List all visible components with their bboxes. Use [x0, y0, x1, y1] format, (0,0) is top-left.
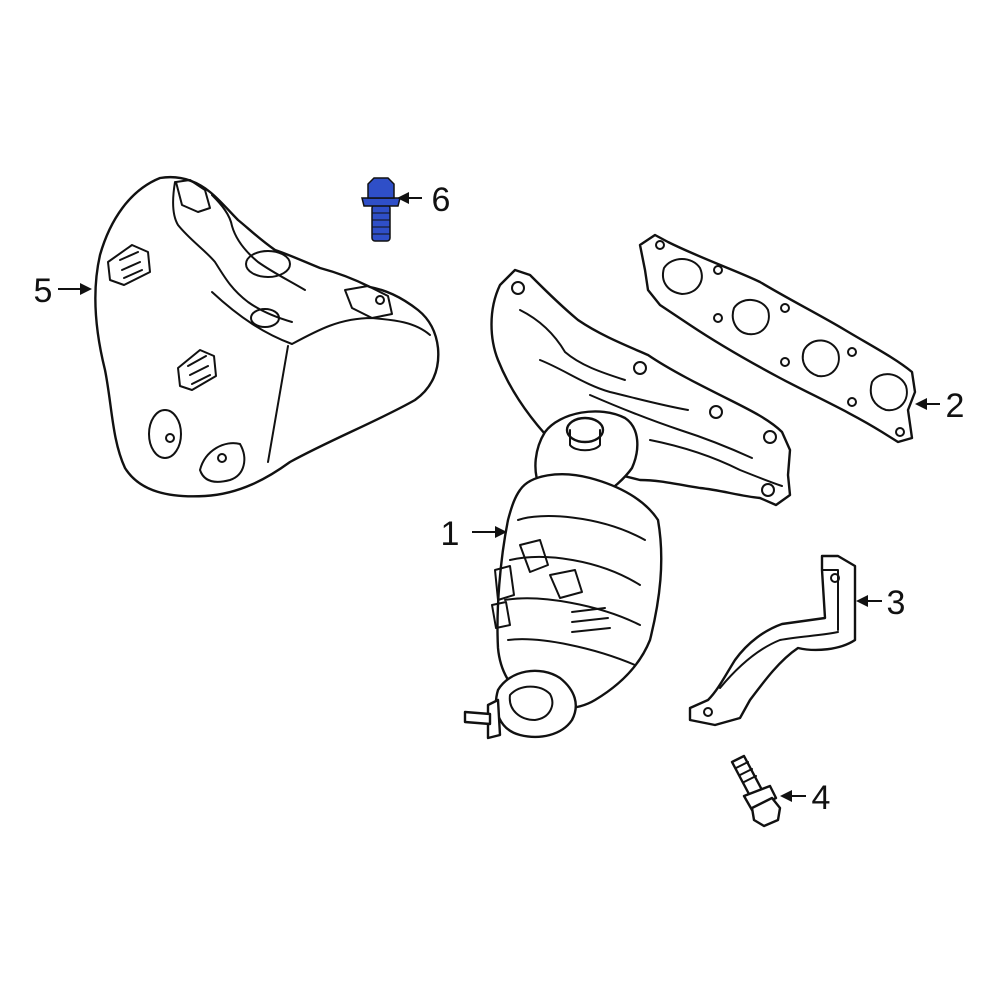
callout-label-1: 1 [441, 515, 460, 553]
callout-2: 2 [915, 387, 964, 425]
manifold-gasket[interactable] [638, 233, 917, 444]
callout-5: 5 [34, 272, 92, 310]
support-bracket[interactable] [688, 554, 857, 727]
callout-label-5: 5 [34, 272, 53, 310]
heat-shield-bolt[interactable] [361, 177, 401, 242]
bracket-bolt[interactable] [730, 754, 782, 828]
callout-label-4: 4 [812, 779, 831, 817]
heat-shield[interactable] [94, 176, 440, 498]
callout-6: 6 [397, 181, 450, 219]
callout-1: 1 [441, 515, 507, 553]
callout-3: 3 [856, 584, 905, 622]
callout-label-2: 2 [946, 387, 965, 425]
callout-4: 4 [780, 779, 830, 817]
callout-label-6: 6 [432, 181, 451, 219]
callout-label-3: 3 [887, 584, 906, 622]
catalytic-converter-manifold[interactable] [463, 268, 792, 740]
